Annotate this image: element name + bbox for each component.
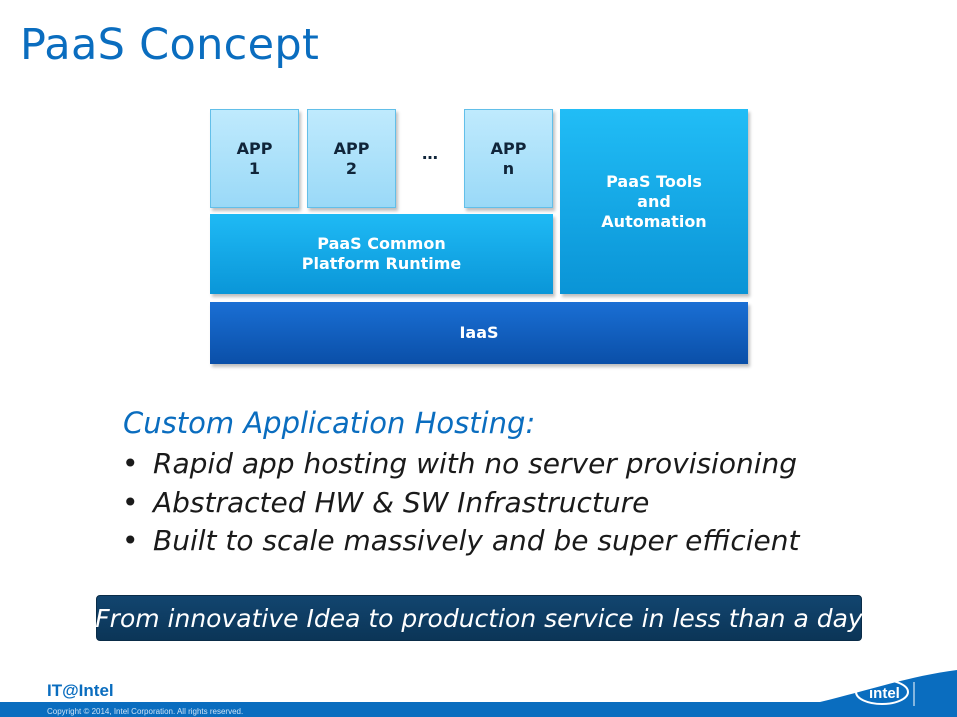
footer-brand: IT@Intel	[47, 681, 114, 700]
ellipsis: …	[422, 144, 438, 163]
tagline-banner: From innovative Idea to production servi…	[95, 595, 863, 641]
bullet-dot: •	[122, 485, 139, 519]
bullet-dot: •	[122, 524, 139, 557]
footer-bar	[0, 702, 957, 717]
platform-runtime-box: PaaS Common Platform Runtime	[210, 214, 553, 294]
bullet-item: •Rapid app hosting with no server provis…	[122, 447, 798, 480]
bullet-item: •Abstracted HW & SW Infrastructure	[122, 485, 650, 519]
subheading: Custom Application Hosting:	[123, 406, 536, 440]
app-2-box: APP 2	[307, 109, 396, 208]
paas-tools-box: PaaS Tools and Automation	[560, 109, 748, 294]
copyright-text: Copyright © 2014, Intel Corporation. All…	[47, 707, 244, 716]
intel-logo-text: intel	[869, 685, 900, 702]
bullet-item: •Built to scale massively and be super e…	[122, 524, 800, 557]
slide-title: PaaS Concept	[20, 20, 320, 70]
bullet-list: •Rapid app hosting with no server provis…	[122, 446, 799, 562]
bullet-dot: •	[122, 447, 139, 480]
app-n-box: APP n	[464, 109, 553, 208]
iaas-box: IaaS	[210, 302, 748, 364]
app-1-box: APP 1	[210, 109, 299, 208]
